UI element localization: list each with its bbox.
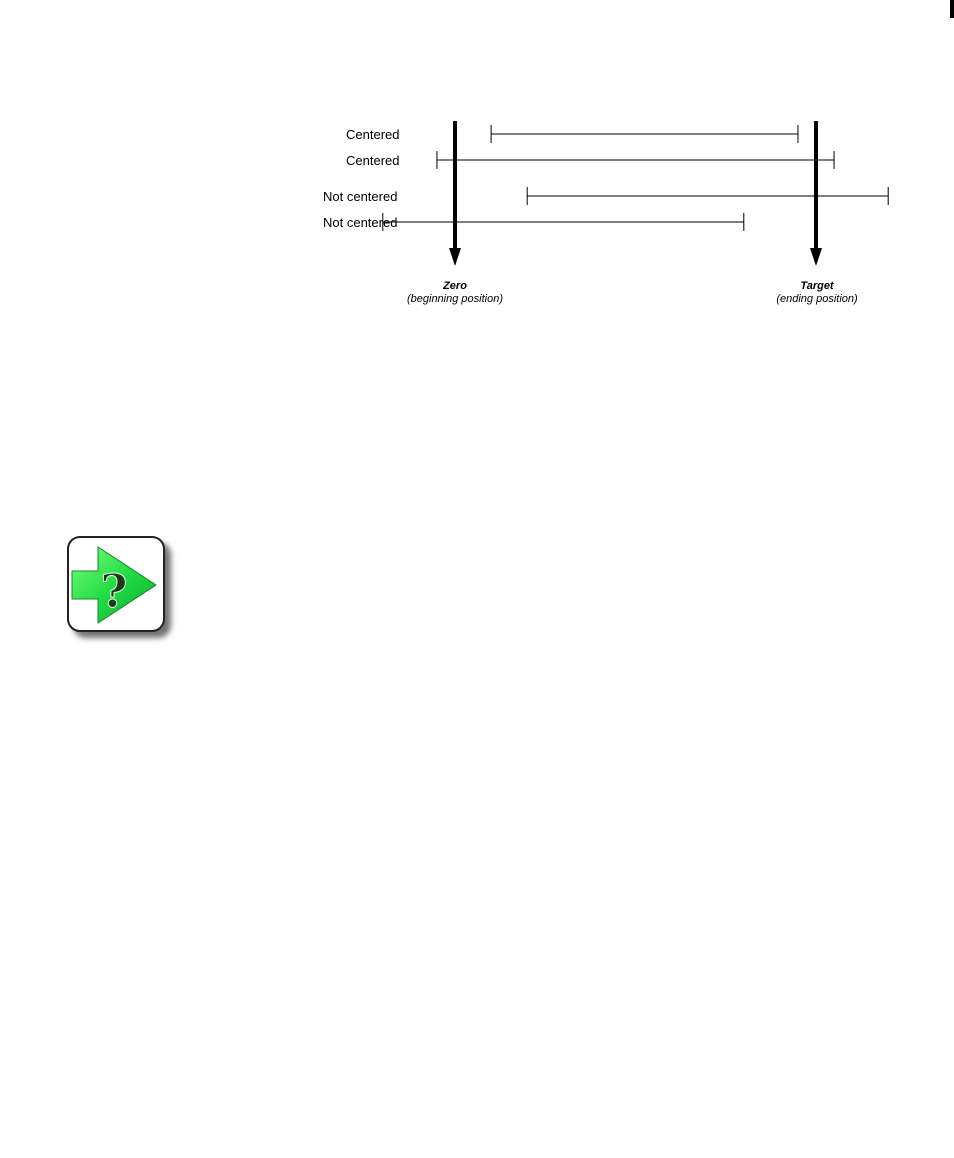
row-label-1: Centered <box>346 127 400 142</box>
row-label-2: Centered <box>346 153 400 168</box>
zero-arrowhead <box>449 248 461 266</box>
zero-caption: Zero (beginning position) <box>380 280 530 306</box>
svg-text:?: ? <box>101 564 128 618</box>
interval-row-3 <box>526 187 889 205</box>
centering-diagram: Centered Centered Not centered Not cente… <box>0 0 954 340</box>
green-arrow-question-icon: ? <box>66 535 178 645</box>
row-lines <box>382 125 889 231</box>
zero-caption-subtitle: (beginning position) <box>406 293 503 305</box>
interval-row-4 <box>382 213 745 231</box>
interval-row-1 <box>490 125 799 143</box>
zero-caption-title: Zero <box>443 280 467 292</box>
diagram-canvas <box>382 121 889 266</box>
row-label-4: Not centered <box>323 215 398 230</box>
target-caption-subtitle: (ending position) <box>776 293 858 305</box>
target-caption: Target (ending position) <box>742 280 892 306</box>
interval-row-2 <box>436 151 835 169</box>
row-label-3: Not centered <box>323 189 398 204</box>
target-caption-title: Target <box>800 280 834 292</box>
target-arrowhead <box>810 248 822 266</box>
page-edge-marker <box>950 0 954 18</box>
